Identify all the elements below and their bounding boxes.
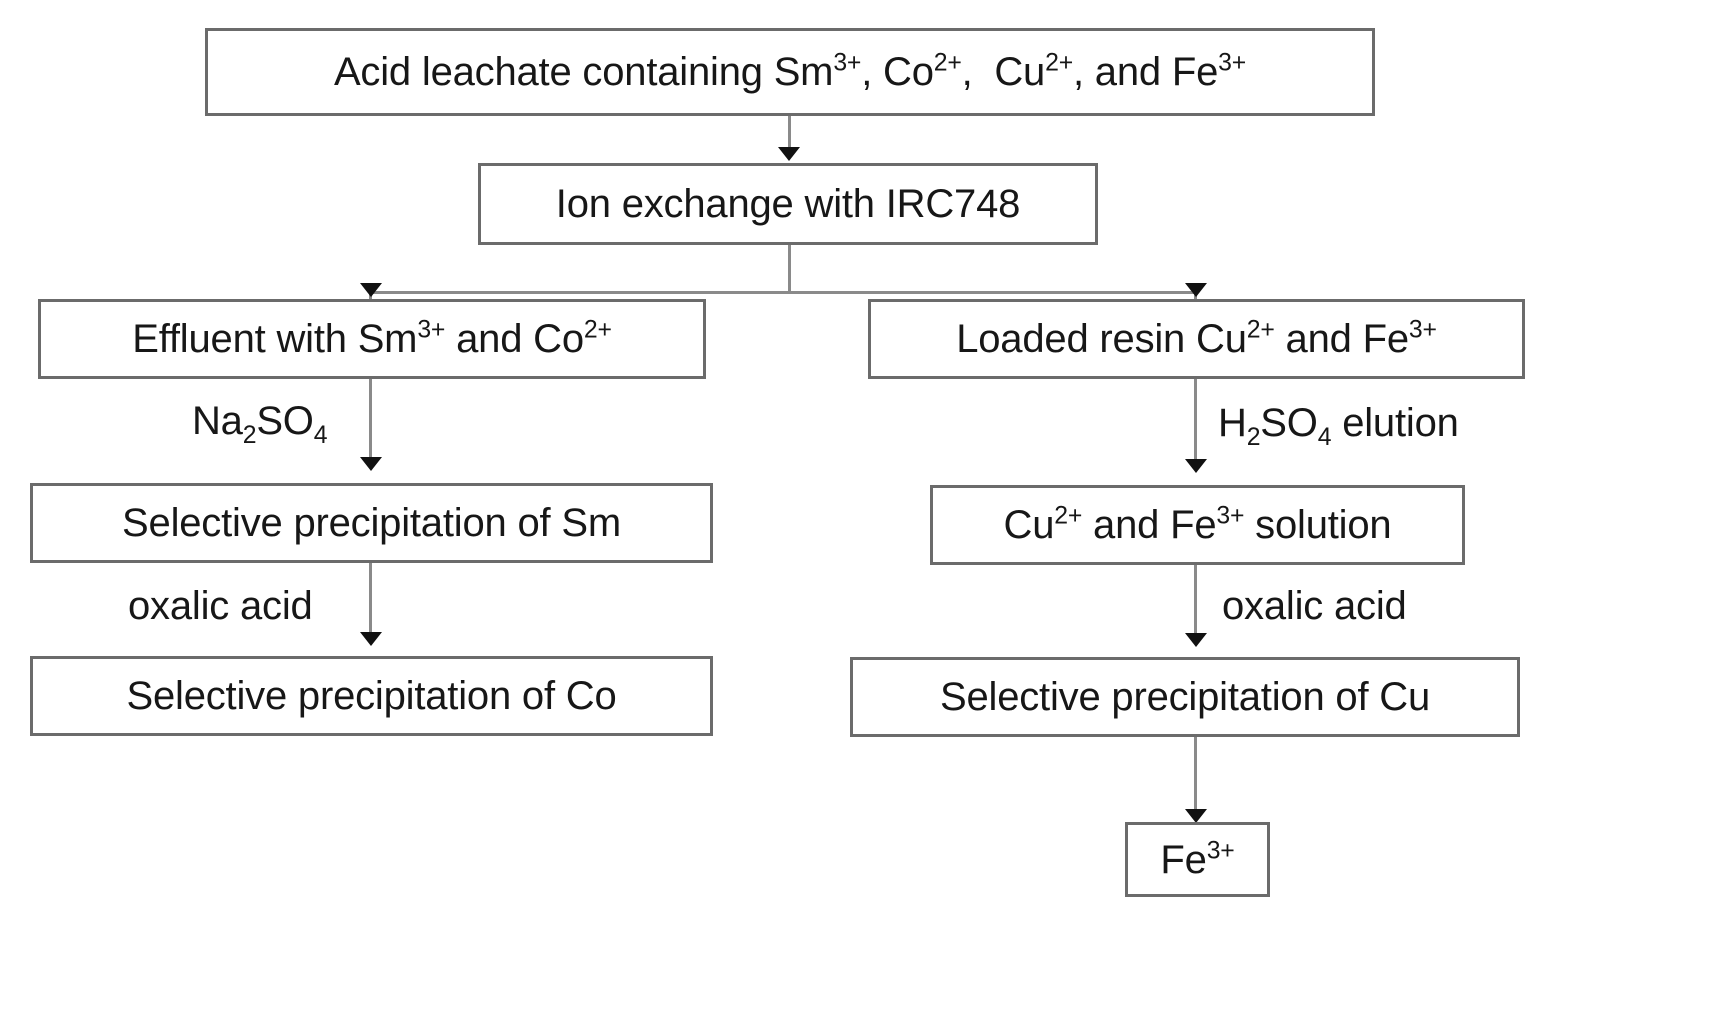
edge-label-oxalic-acid-left: oxalic acid	[128, 585, 313, 627]
arrowhead-precip-co	[360, 632, 382, 646]
arrowhead-effluent	[360, 283, 382, 297]
node-precip-cu: Selective precipitation of Cu	[850, 657, 1520, 737]
node-ion-exchange-label: Ion exchange with IRC748	[555, 182, 1021, 226]
edge-label-h2so4-elution-text: H2SO4 elution	[1218, 401, 1459, 451]
node-ion-exchange: Ion exchange with IRC748	[478, 163, 1098, 245]
node-precip-sm-label: Selective precipitation of Sm	[122, 501, 621, 545]
connector-ionexchange-stem	[788, 245, 791, 293]
arrowhead-loaded-resin	[1185, 283, 1207, 297]
connector-split-horizontal	[370, 291, 1198, 294]
connector-loadedresin-to-cufesolution	[1194, 379, 1197, 462]
edge-label-oxalic-acid-right: oxalic acid	[1222, 585, 1407, 627]
arrowhead-cu-fe-solution	[1185, 459, 1207, 473]
arrowhead-precip-sm	[360, 457, 382, 471]
connector-precipsm-to-precipco	[369, 563, 372, 636]
edge-label-na2so4: Na2SO4	[192, 399, 328, 449]
edge-label-oxalic-acid-right-text: oxalic acid	[1222, 584, 1407, 628]
node-precip-sm: Selective precipitation of Sm	[30, 483, 713, 563]
node-effluent: Effluent with Sm3+ and Co2+	[38, 299, 706, 379]
node-precip-cu-label: Selective precipitation of Cu	[939, 675, 1431, 719]
node-effluent-label: Effluent with Sm3+ and Co2+	[132, 316, 612, 361]
edge-label-oxalic-acid-left-text: oxalic acid	[128, 584, 313, 628]
connector-precipcu-to-fe	[1194, 737, 1197, 814]
connector-acid-to-ionexchange	[788, 116, 791, 149]
arrowhead-fe-product	[1185, 809, 1207, 823]
node-cu-fe-solution-label: Cu2+ and Fe3+ solution	[1003, 502, 1392, 547]
node-loaded-resin: Loaded resin Cu2+ and Fe3+	[868, 299, 1525, 379]
connector-effluent-to-precipsm	[369, 379, 372, 460]
node-loaded-resin-label: Loaded resin Cu2+ and Fe3+	[956, 316, 1437, 361]
node-acid-leachate-label: Acid leachate containing Sm3+, Co2+, Cu2…	[333, 49, 1247, 94]
node-cu-fe-solution: Cu2+ and Fe3+ solution	[930, 485, 1465, 565]
node-fe-product-label: Fe3+	[1160, 837, 1235, 882]
arrowhead-precip-cu	[1185, 633, 1207, 647]
edge-label-na2so4-text: Na2SO4	[192, 399, 328, 449]
node-fe-product: Fe3+	[1125, 822, 1270, 897]
connector-cufesolution-to-precipcu	[1194, 565, 1197, 637]
arrowhead-ionexchange	[778, 147, 800, 161]
node-acid-leachate: Acid leachate containing Sm3+, Co2+, Cu2…	[205, 28, 1375, 116]
node-precip-co: Selective precipitation of Co	[30, 656, 713, 736]
node-precip-co-label: Selective precipitation of Co	[126, 674, 617, 718]
edge-label-h2so4-elution: H2SO4 elution	[1218, 401, 1459, 451]
